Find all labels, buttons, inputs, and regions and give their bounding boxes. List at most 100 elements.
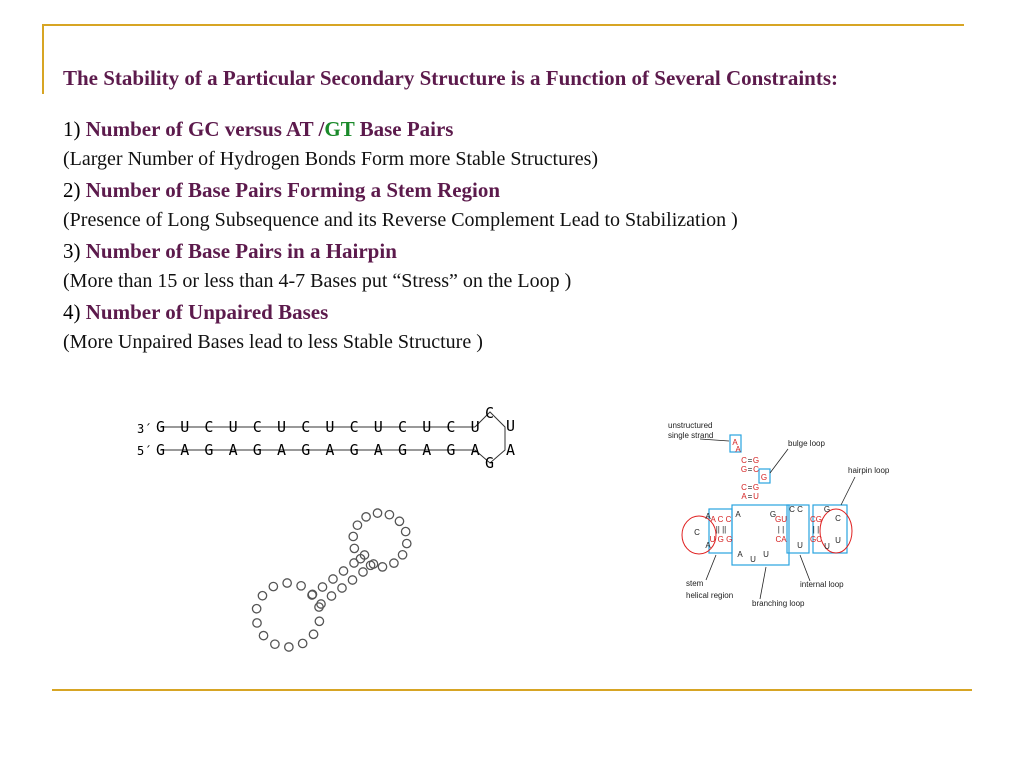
constraint-2-description: (Presence of Long Subsequence and its Re… — [63, 209, 738, 231]
structure-node — [307, 590, 317, 600]
strand-base: U — [422, 418, 431, 436]
strand-base: U — [325, 418, 334, 436]
constraint-number: 1) — [63, 117, 81, 141]
structure-node — [337, 583, 347, 593]
constraint-2: 2) Number of Base Pairs Forming a Stem R… — [63, 175, 983, 236]
arrow-hairpin — [840, 476, 856, 506]
strand-base: G — [156, 441, 165, 459]
arrow-internal — [799, 554, 811, 582]
structure-node — [352, 520, 363, 531]
dumbbell-structure-drawing — [251, 508, 412, 652]
internal-top: GU — [775, 515, 787, 524]
base-A: A — [735, 445, 741, 454]
base-U: U — [835, 536, 841, 545]
structure-node — [361, 512, 371, 522]
structure-node — [316, 599, 326, 609]
pair-bond: = — [748, 465, 753, 474]
stem-top: A C C — [711, 515, 732, 524]
constraint-3-description: (More than 15 or less than 4-7 Bases put… — [63, 270, 572, 292]
base-G: G — [753, 456, 759, 465]
unstructured-box — [729, 434, 742, 453]
base-U: U — [753, 492, 759, 501]
base-U: U — [797, 541, 803, 550]
strand-base: A — [180, 441, 189, 459]
structure-node — [314, 616, 325, 627]
constraint-4-heading: 4) Number of Unpaired Bases — [63, 297, 983, 327]
constraint-1-heading: 1) Number of GC versus AT /GT Base Pairs — [63, 114, 983, 144]
structure-node — [348, 531, 359, 542]
constraint-3: 3) Number of Base Pairs in a Hairpin (Mo… — [63, 236, 983, 297]
structure-node — [397, 549, 408, 560]
constraint-title: Number of GC versus AT / — [85, 117, 325, 141]
base-U: U — [750, 555, 756, 564]
label-bulge-loop: bulge loop — [788, 439, 825, 448]
structure-node — [257, 590, 268, 601]
strand-base: A — [471, 441, 480, 459]
structure-node — [349, 558, 359, 568]
strand-base: G — [156, 418, 165, 436]
arrow-bulge — [769, 448, 789, 474]
structure-node — [328, 574, 338, 584]
structure-node — [394, 516, 405, 527]
three-prime-label: 3´ — [137, 422, 151, 436]
hairpin-stem-bottom: GC — [810, 535, 822, 544]
five-prime-label: 5´ — [137, 444, 151, 458]
base-C: C — [694, 528, 700, 537]
strand-base: A — [325, 441, 334, 459]
hairpin-stem-top: CG — [810, 515, 822, 524]
constraint-4: 4) Number of Unpaired Bases (More Unpair… — [63, 297, 983, 358]
internal-bonds: | | — [778, 525, 784, 534]
hairpin-stem-bonds: | | — [813, 525, 819, 534]
base-A: A — [705, 541, 711, 550]
base-G: G — [753, 483, 759, 492]
constraint-1: 1) Number of GC versus AT /GT Base Pairs… — [63, 114, 983, 175]
base-A: A — [741, 492, 747, 501]
structure-node — [400, 526, 411, 537]
arrow-branching — [759, 566, 767, 600]
strand-base: C — [253, 418, 262, 436]
base-C: C — [753, 465, 759, 474]
pair-bond: = — [748, 483, 753, 492]
constraint-4-description: (More Unpaired Bases lead to less Stable… — [63, 331, 483, 353]
stem-bonds: || || — [716, 525, 727, 534]
structure-node — [308, 629, 319, 640]
bulge-box — [758, 468, 771, 484]
strand-base: A — [422, 441, 431, 459]
label-stem: stem — [686, 579, 704, 588]
label-branching-loop: branching loop — [752, 599, 805, 608]
internal-bottom: CA — [775, 535, 787, 544]
loop-base-right-bottom: A — [506, 441, 515, 459]
constraint-title: Number of Base Pairs Forming a Stem Regi… — [85, 178, 501, 202]
base-G: G — [741, 465, 747, 474]
loop-base-right-top: U — [506, 417, 515, 435]
hairpin-loop-outline — [474, 411, 506, 464]
constraints-list: 1) Number of GC versus AT /GT Base Pairs… — [63, 114, 983, 358]
constraint-2-heading: 2) Number of Base Pairs Forming a Stem R… — [63, 175, 983, 205]
constraint-1-description: (Larger Number of Hydrogen Bonds Form mo… — [63, 148, 599, 170]
structure-node — [358, 567, 368, 577]
constraint-number: 3) — [63, 239, 81, 263]
base-A: A — [705, 512, 711, 521]
structure-node — [368, 559, 379, 569]
slide-title: The Stability of a Particular Secondary … — [63, 66, 839, 90]
branching-box — [731, 504, 790, 566]
structure-node — [282, 578, 292, 588]
structure-node — [384, 509, 395, 520]
structure-node — [297, 638, 308, 649]
strand-base: C — [398, 418, 407, 436]
loop-base-bottom: G — [485, 454, 494, 472]
structure-node — [338, 566, 349, 576]
strand-base: C — [301, 418, 310, 436]
strand-base: G — [301, 441, 310, 459]
internal-box — [786, 504, 810, 554]
strand-base: C — [446, 418, 455, 436]
strand-base: G — [446, 441, 455, 459]
strand-base: U — [229, 418, 238, 436]
label-helical-region: helical region — [686, 591, 733, 600]
base-G: G — [824, 505, 830, 514]
base-A: A — [735, 510, 741, 519]
strand-base: A — [374, 441, 383, 459]
constraint-number: 4) — [63, 300, 81, 324]
